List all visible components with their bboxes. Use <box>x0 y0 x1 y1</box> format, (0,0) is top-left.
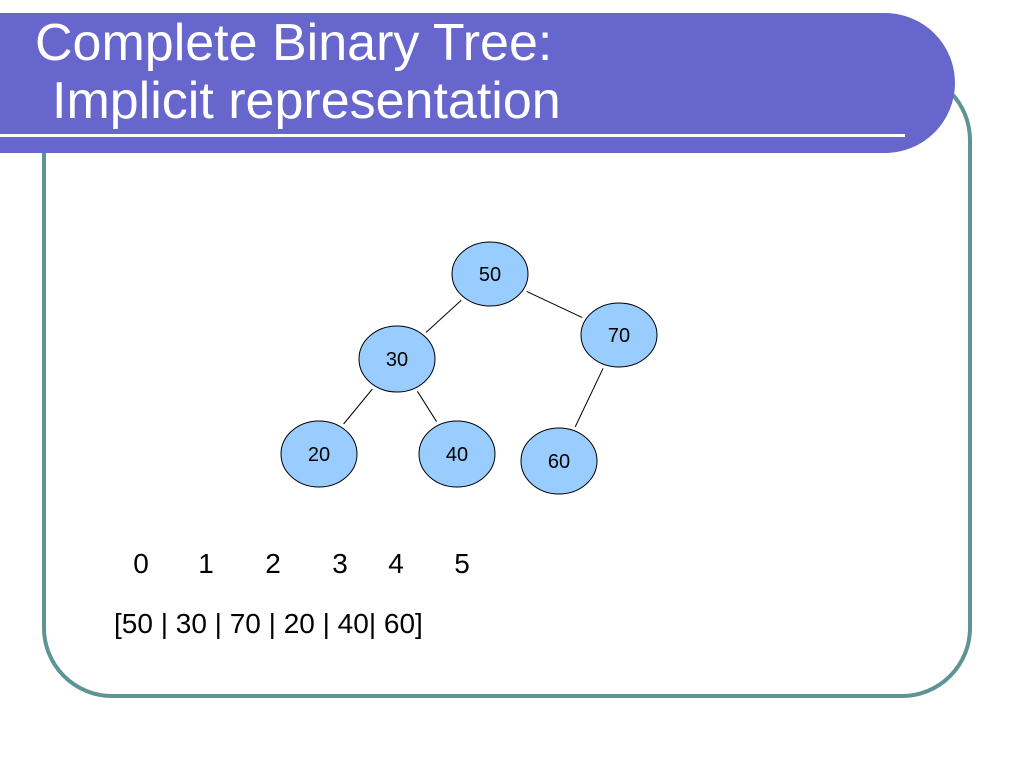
tree-node-70: 70 <box>580 302 658 368</box>
tree-edge-50-30 <box>425 299 462 333</box>
title-underline <box>0 134 905 137</box>
slide-title: Complete Binary Tree: Implicit represent… <box>35 14 561 130</box>
tree-node-label: 30 <box>386 349 408 371</box>
title-line-1: Complete Binary Tree: <box>35 14 553 72</box>
tree-node-circle <box>520 427 598 495</box>
tree-node-label: 40 <box>446 444 468 466</box>
tree-node-circle <box>580 302 658 368</box>
tree-node-circle <box>280 420 358 488</box>
array-index-2: 2 <box>265 548 281 579</box>
array-index-0: 0 <box>133 548 149 579</box>
tree-node-label: 60 <box>548 451 570 473</box>
tree-node-40: 40 <box>418 420 496 488</box>
tree-node-50: 50 <box>451 241 529 307</box>
tree-edge-30-20 <box>343 388 373 425</box>
tree-node-circle <box>358 325 436 393</box>
tree-edges <box>343 290 604 428</box>
title-line-2: Implicit representation <box>52 72 561 130</box>
array-representation: [50 | 30 | 70 | 20 | 40| 60] <box>114 608 423 639</box>
tree-edge-50-70 <box>526 290 583 319</box>
tree-node-label: 70 <box>608 325 630 347</box>
tree-node-circle <box>451 241 529 307</box>
title-band <box>0 13 955 153</box>
tree-node-30: 30 <box>358 325 436 393</box>
tree-edge-30-40 <box>416 391 438 422</box>
array-index-3: 3 <box>332 548 348 579</box>
content-frame <box>42 70 972 698</box>
tree-edge-70-60 <box>574 368 604 428</box>
array-index-1: 1 <box>198 548 214 579</box>
tree-node-60: 60 <box>520 427 598 495</box>
tree-node-label: 50 <box>479 264 501 286</box>
tree-node-label: 20 <box>308 444 330 466</box>
tree-nodes: 50 30 70 20 40 60 <box>280 241 658 495</box>
tree-node-circle <box>418 420 496 488</box>
array-index-4: 4 <box>388 548 404 579</box>
tree-node-20: 20 <box>280 420 358 488</box>
array-index-5: 5 <box>454 548 470 579</box>
